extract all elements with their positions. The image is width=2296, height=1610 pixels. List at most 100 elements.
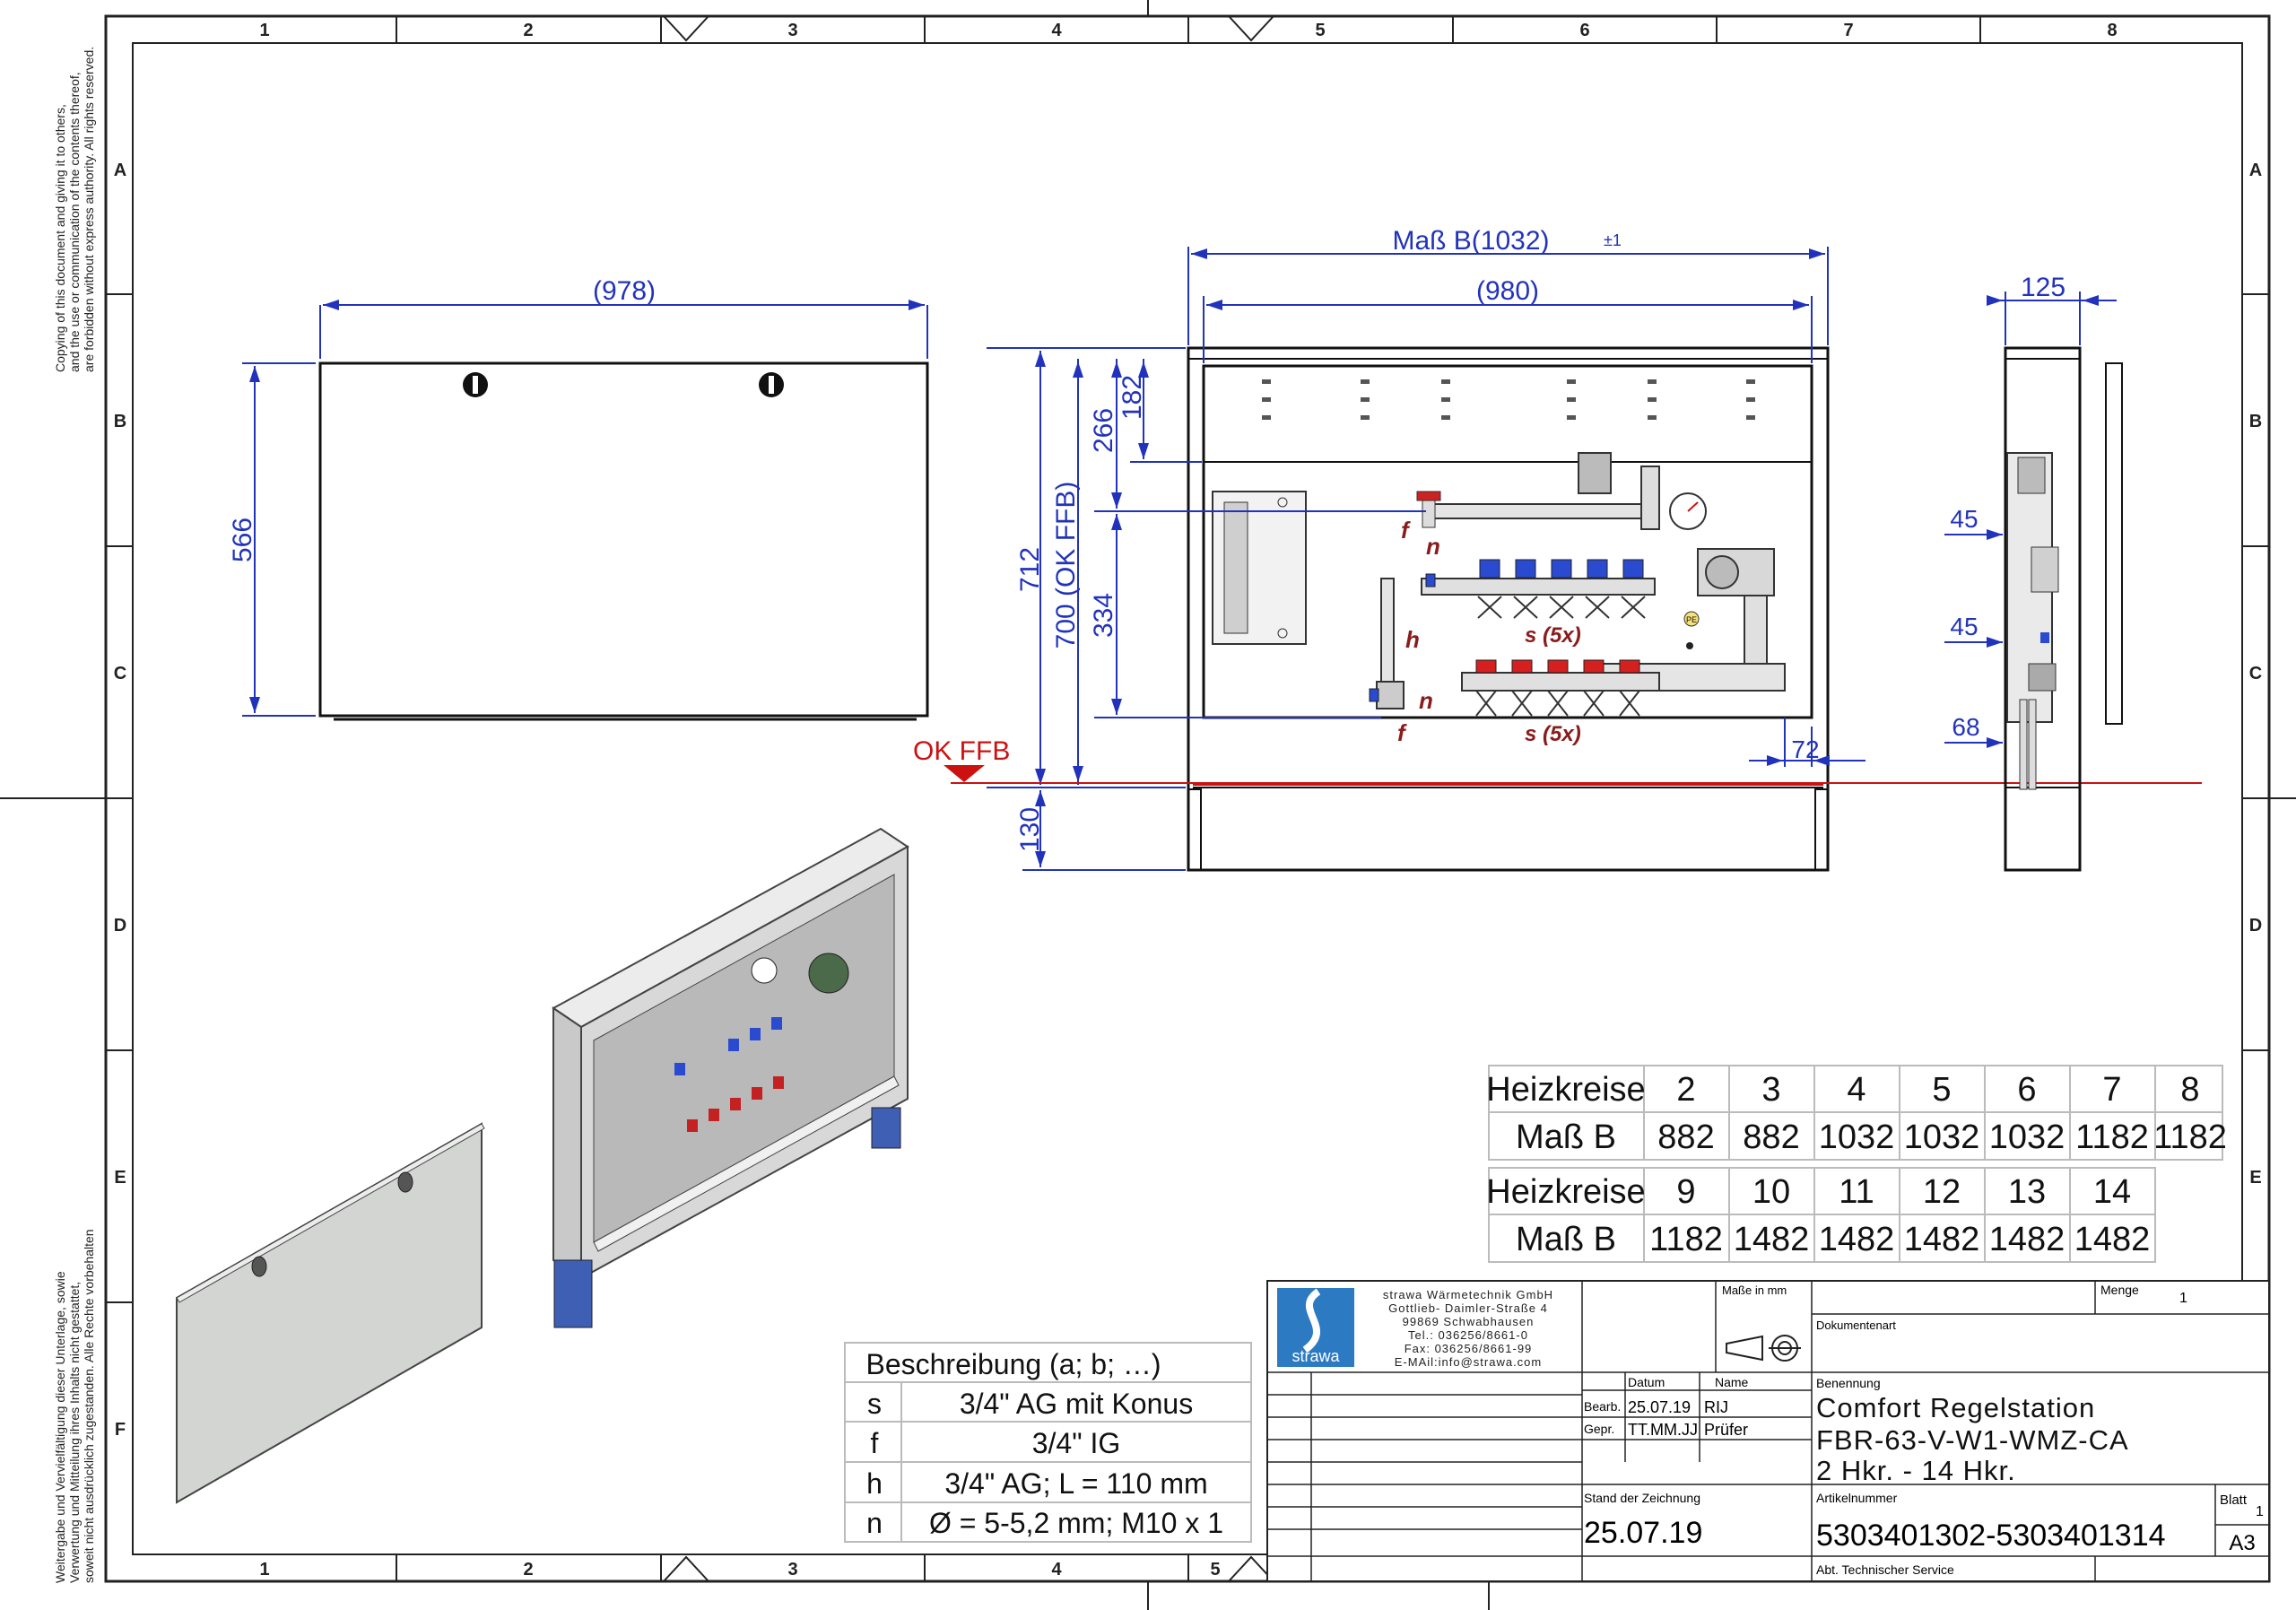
cover-lock-icon <box>759 372 784 397</box>
row-letter: A <box>2249 161 2262 180</box>
blatt-label: Blatt <box>2220 1493 2248 1508</box>
valve-icon <box>1578 452 1660 530</box>
strawa-logo: strawa <box>1277 1288 1354 1367</box>
bearb-name: RIJ <box>1704 1398 1728 1416</box>
row-letter: D <box>114 916 126 936</box>
description-key: n <box>866 1507 883 1539</box>
row-letter: B <box>114 412 126 431</box>
col-number: 2 <box>523 21 533 40</box>
heizkreise-value: 3 <box>1761 1071 1780 1109</box>
cover-height-dimension: 566 <box>228 518 257 562</box>
menge-value: 1 <box>2179 1291 2187 1306</box>
svg-text:Tel.: 036256/8661-0: Tel.: 036256/8661-0 <box>1408 1328 1528 1342</box>
benennung-label: Benennung <box>1816 1376 1881 1390</box>
dim-334: 334 <box>1089 593 1118 638</box>
dim-72: 72 <box>1791 735 1819 763</box>
name-label: Name <box>1715 1375 1749 1389</box>
col-number: 3 <box>787 1560 797 1580</box>
row-letter: D <box>2249 916 2262 936</box>
svg-text:FBR-63-V-W1-WMZ-CA: FBR-63-V-W1-WMZ-CA <box>1816 1424 2129 1456</box>
description-key: f <box>871 1427 879 1459</box>
heizkreise-value: 2 <box>1676 1071 1695 1109</box>
mass-b-value: 882 <box>1743 1118 1799 1156</box>
col-number: 8 <box>2107 21 2117 40</box>
col-number: 1 <box>259 1560 269 1580</box>
pump-icon <box>808 953 849 994</box>
abt-label: Abt. Technischer Service <box>1816 1562 1954 1577</box>
svg-text:99869 Schwabhausen: 99869 Schwabhausen <box>1403 1315 1535 1328</box>
datum-label: Datum <box>1628 1375 1665 1389</box>
heizkreise-value: 6 <box>2017 1071 2036 1109</box>
mass-b-value: 1182 <box>2153 1118 2227 1156</box>
callout-f-bottom: f <box>1397 719 1407 746</box>
mass-b-value: 1482 <box>1819 1221 1895 1258</box>
dim-68: 68 <box>1952 713 1979 741</box>
heizkreise-value: 12 <box>1923 1173 1961 1211</box>
stand-label: Stand der Zeichnung <box>1584 1491 1700 1505</box>
dim-266: 266 <box>1089 408 1118 453</box>
cover-width-dimension: (978) <box>593 276 656 306</box>
pressure-gauge-icon <box>1669 492 1707 530</box>
mass-b-value: 882 <box>1657 1118 1714 1156</box>
svg-text:are forbidden without express: are forbidden without express authority.… <box>82 47 96 372</box>
mass-b-value: 1032 <box>1819 1118 1895 1156</box>
callout-f-top: f <box>1401 517 1411 544</box>
side-depth-dimension: 125 <box>2021 273 2066 302</box>
heizkreise-value: 11 <box>1839 1173 1874 1211</box>
mass-b-value: 1482 <box>1989 1221 2066 1258</box>
company-address: strawa Wärmetechnik GmbH Gottlieb- Daiml… <box>1383 1288 1552 1369</box>
heizkreise-value: 13 <box>2008 1173 2046 1211</box>
col-number: 3 <box>787 21 797 40</box>
ball-valve-red-icon <box>1416 491 1441 528</box>
dim-712: 712 <box>1015 547 1045 592</box>
description-value: 3/4" AG; L = 110 mm <box>944 1467 1207 1500</box>
artikel-value: 5303401302-5303401314 <box>1816 1519 2166 1553</box>
dim-130: 130 <box>1015 807 1045 852</box>
dim-182: 182 <box>1118 375 1147 420</box>
svg-text:Copying of this document and g: Copying of this document and giving it t… <box>53 104 67 372</box>
masse-label: Maße in mm <box>1722 1284 1787 1297</box>
ok-ffb-label: OK FFB <box>913 736 1010 766</box>
stand-value: 25.07.19 <box>1584 1516 1702 1550</box>
floor-level-marker-icon <box>944 765 985 782</box>
svg-text:strawa: strawa <box>1292 1347 1340 1365</box>
inner-width-dimension: (980) <box>1476 276 1539 306</box>
drawing-title: Comfort Regelstation FBR-63-V-W1-WMZ-CA … <box>1816 1392 2129 1486</box>
heizkreise-value: 9 <box>1676 1173 1695 1211</box>
projection-symbol-icon <box>1726 1335 1801 1362</box>
description-header: Beschreibung (a; b; …) <box>865 1348 1161 1380</box>
row-letter: A <box>114 161 126 180</box>
gepr-label: Gepr. <box>1584 1422 1614 1436</box>
svg-text:Weitergabe und Vervielfältigun: Weitergabe und Vervielfältigung dieser U… <box>53 1271 67 1583</box>
blatt-value: 1 <box>2256 1504 2264 1519</box>
svg-text:and the use or communication o: and the use or communication of the cont… <box>67 72 82 372</box>
front-cover-view: (978) 566 <box>228 276 929 721</box>
mass-b-dimension: Maß B(1032) <box>1392 226 1549 256</box>
description-value: 3/4" AG mit Konus <box>960 1388 1193 1420</box>
mass-b-label: Maß B <box>1516 1118 1616 1156</box>
col-number: 5 <box>1315 21 1325 40</box>
callout-h: h <box>1405 626 1420 653</box>
svg-text:Gottlieb- Daimler-Straße 4: Gottlieb- Daimler-Straße 4 <box>1388 1301 1548 1315</box>
heizkreise-label: Heizkreise <box>1486 1071 1645 1109</box>
bearb-date: 25.07.19 <box>1628 1398 1691 1416</box>
heizkreise-value: 7 <box>2102 1071 2121 1109</box>
mass-b-value: 1182 <box>2075 1118 2149 1156</box>
heizkreise-value: 10 <box>1752 1173 1790 1211</box>
isometric-cabinet-view <box>552 827 909 1328</box>
description-table: Beschreibung (a; b; …) s 3/4" AG mit Kon… <box>844 1342 1252 1543</box>
isometric-cover-view <box>176 1122 485 1504</box>
svg-text:Comfort Regelstation: Comfort Regelstation <box>1816 1392 2095 1423</box>
callout-s-bottom: s (5x) <box>1525 722 1581 746</box>
col-number: 1 <box>259 21 269 40</box>
svg-text:E-MAil:info@strawa.com: E-MAil:info@strawa.com <box>1395 1355 1543 1369</box>
mass-b-value: 1482 <box>1904 1221 1980 1258</box>
col-number: 6 <box>1579 21 1589 40</box>
pe-badge-label: PE <box>1686 615 1697 624</box>
gepr-name: Prüfer <box>1704 1421 1748 1439</box>
col-number: 4 <box>1051 21 1062 40</box>
col-number: 5 <box>1210 1560 1220 1580</box>
copyright-notice-en: Copying of this document and giving it t… <box>53 47 96 372</box>
mass-b-label: Maß B <box>1516 1221 1616 1258</box>
